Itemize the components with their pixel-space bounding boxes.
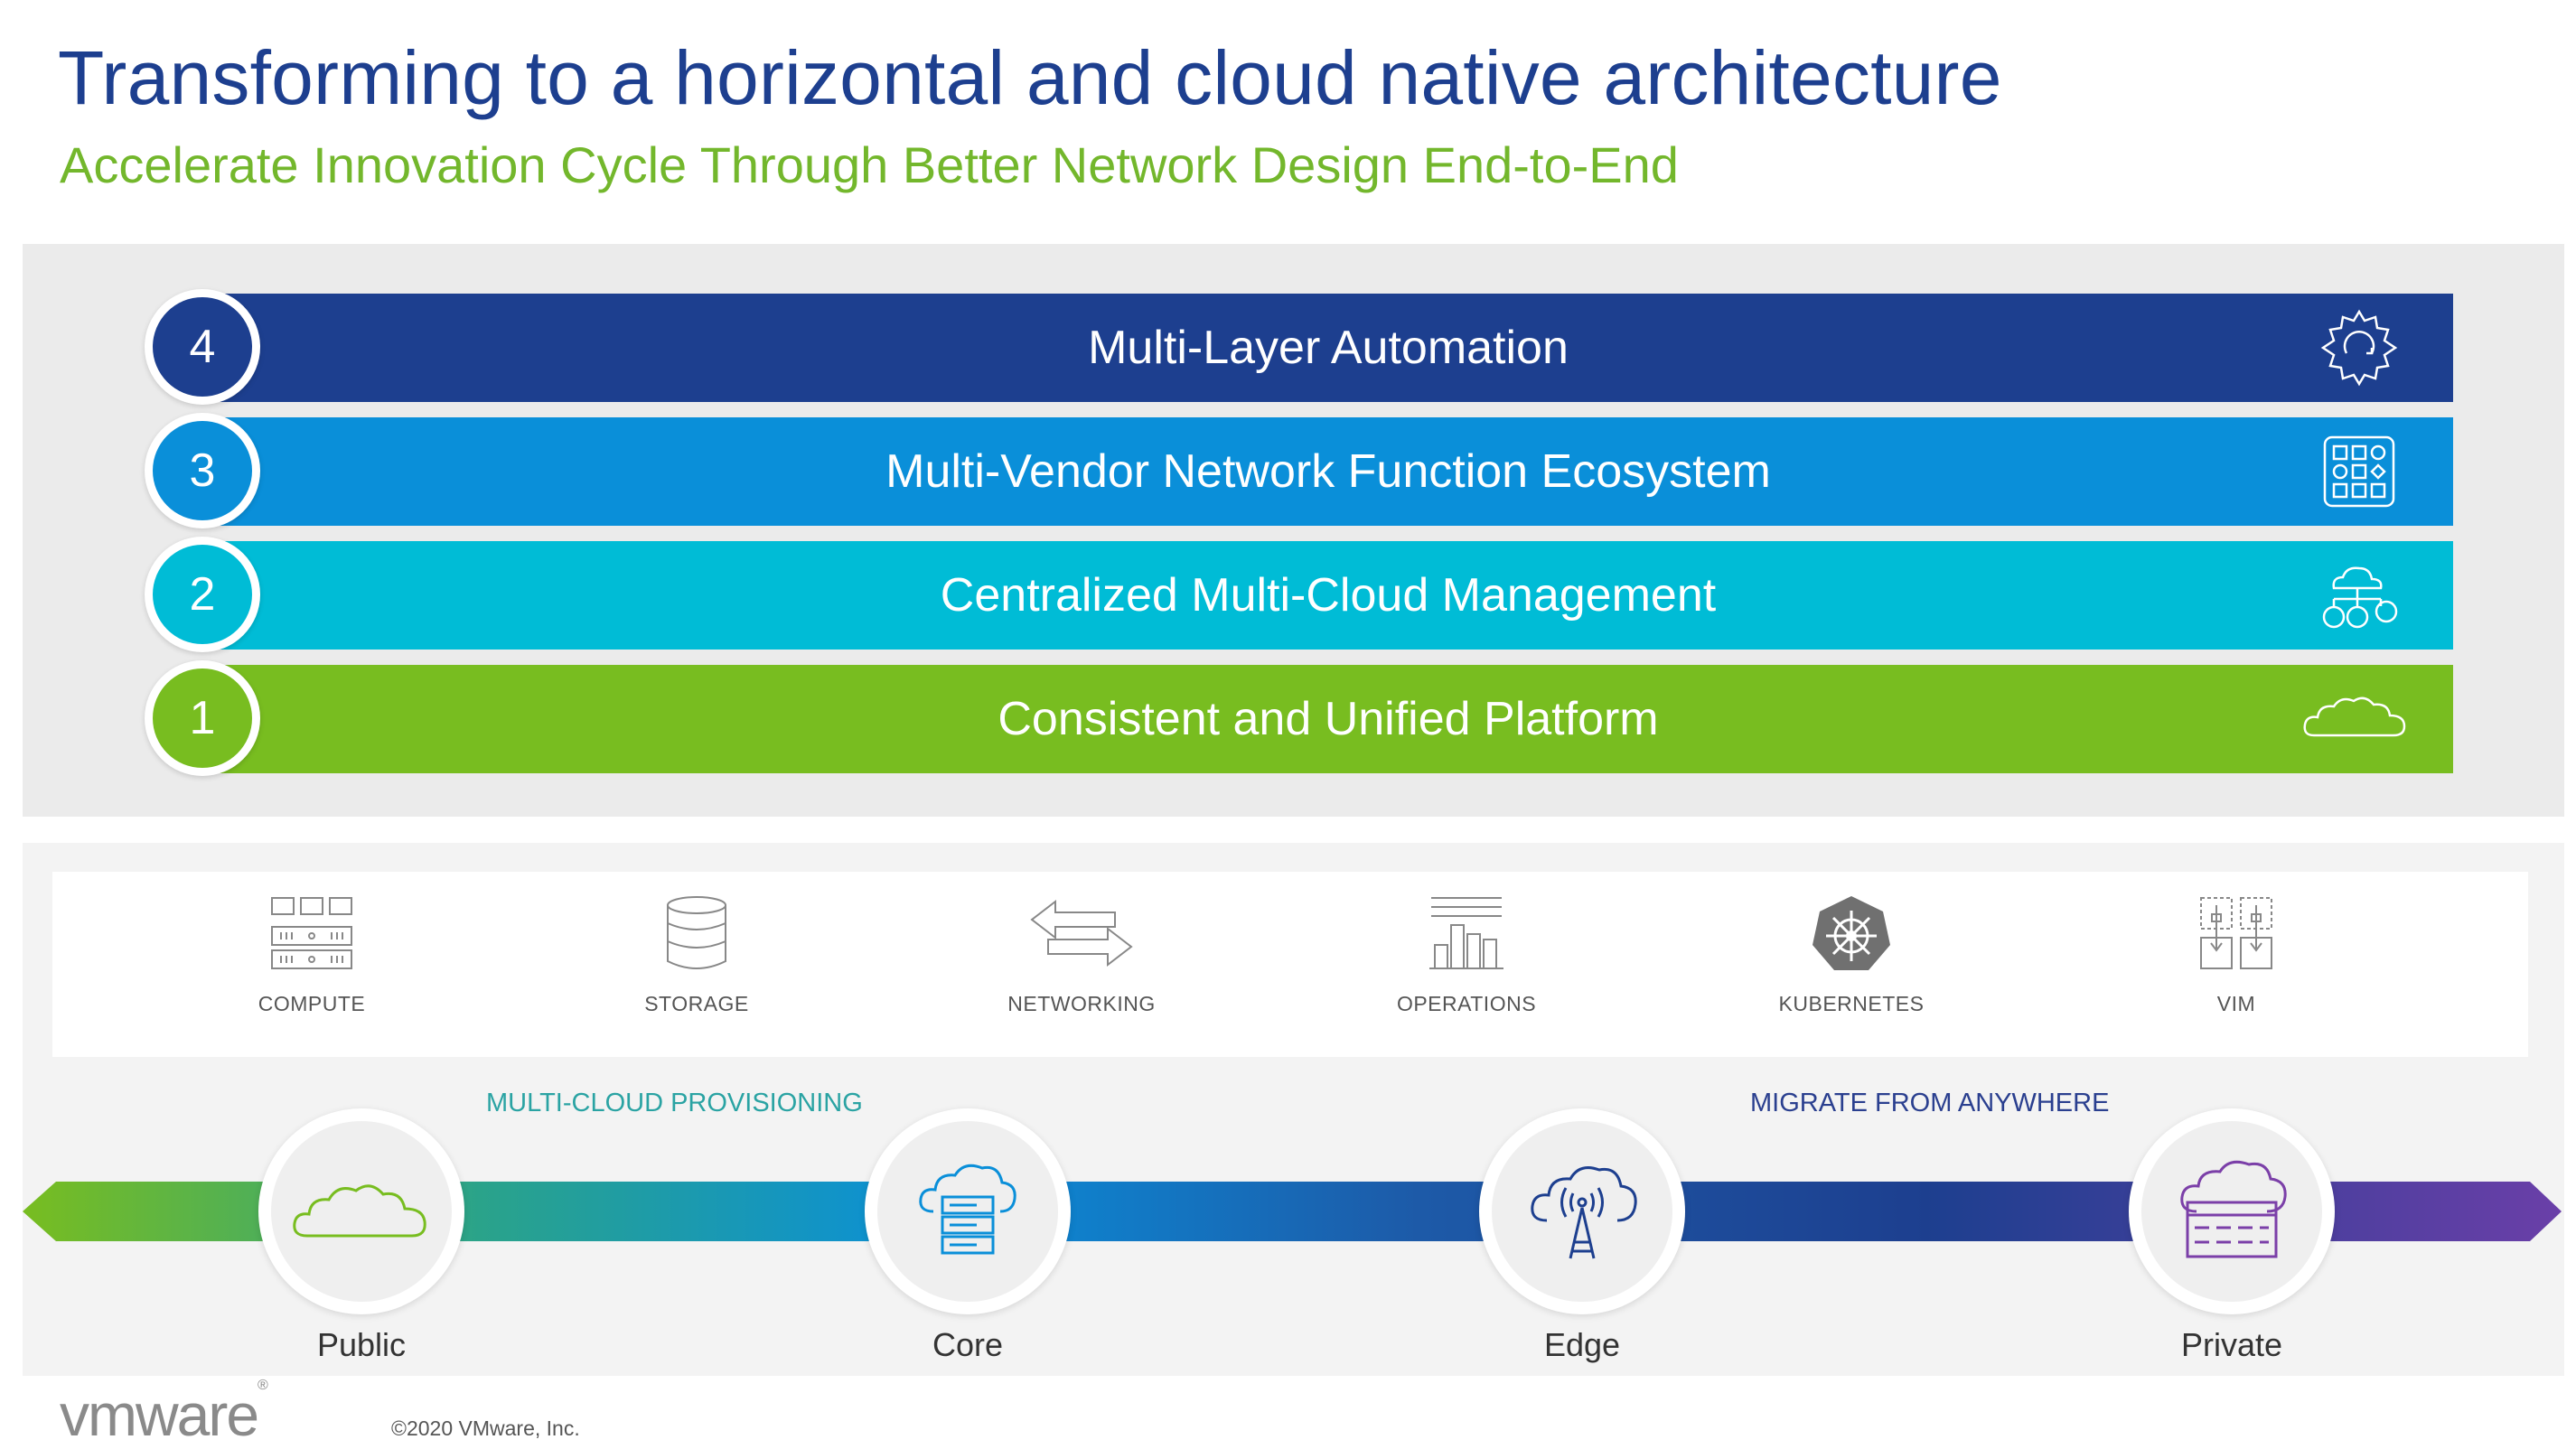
layer-number-4: 4 bbox=[145, 289, 260, 405]
infrastructure-strip bbox=[52, 872, 2528, 1057]
database-icon bbox=[667, 896, 726, 969]
cloud-hierarchy-icon bbox=[2322, 566, 2398, 629]
gear-cycle-icon bbox=[2320, 309, 2398, 387]
cloud-icon bbox=[293, 1184, 426, 1238]
layer-bar-2: Centralized Multi-Cloud Management bbox=[203, 541, 2453, 650]
infra-compute: COMPUTE bbox=[203, 894, 420, 1016]
slide-subtitle: Accelerate Innovation Cycle Through Bett… bbox=[60, 136, 1679, 193]
layer-label: Centralized Multi-Cloud Management bbox=[940, 569, 1717, 622]
layer-label: Multi-Layer Automation bbox=[1088, 322, 1569, 374]
infra-vim: VIM bbox=[2128, 894, 2345, 1016]
infra-label: KUBERNETES bbox=[1778, 992, 1925, 1015]
node-label-core: Core bbox=[932, 1326, 1004, 1363]
layer-label: Multi-Vendor Network Function Ecosystem bbox=[885, 445, 1771, 498]
infra-label: VIM bbox=[2216, 992, 2256, 1015]
cloud-icon bbox=[2303, 696, 2406, 737]
node-private bbox=[2129, 1108, 2335, 1314]
building-chart-icon bbox=[1429, 897, 1503, 969]
node-public bbox=[258, 1108, 464, 1314]
node-edge bbox=[1479, 1108, 1685, 1314]
infra-label: NETWORKING bbox=[1007, 992, 1156, 1015]
node-core bbox=[865, 1108, 1071, 1314]
app-grid-icon bbox=[2323, 435, 2395, 508]
node-label-private: Private bbox=[2180, 1326, 2283, 1363]
copyright-notice: ©2020 VMware, Inc. bbox=[391, 1416, 580, 1440]
layer-bar-3: Multi-Vendor Network Function Ecosystem bbox=[203, 417, 2453, 526]
node-label-public: Public bbox=[316, 1326, 407, 1363]
layer-number-1: 1 bbox=[145, 660, 260, 776]
layer-label: Consistent and Unified Platform bbox=[998, 693, 1659, 745]
infra-operations: OPERATIONS bbox=[1358, 894, 1575, 1016]
layer-number-2: 2 bbox=[145, 537, 260, 652]
infra-networking: NETWORKING bbox=[973, 894, 1190, 1016]
infra-label: OPERATIONS bbox=[1396, 992, 1537, 1015]
bidirectional-arrows-icon bbox=[1030, 899, 1133, 968]
vmware-logo: vmware® bbox=[60, 1378, 268, 1448]
slide-title: Transforming to a horizontal and cloud n… bbox=[58, 35, 2002, 120]
cloud-antenna-icon bbox=[1531, 1166, 1637, 1259]
layer-bar-4: Multi-Layer Automation bbox=[203, 294, 2453, 402]
server-vm-icon bbox=[271, 897, 352, 969]
flow-label-left: MULTI-CLOUD PROVISIONING bbox=[486, 1089, 863, 1117]
node-label-edge: Edge bbox=[1543, 1326, 1621, 1363]
infra-storage: STORAGE bbox=[588, 894, 805, 1016]
layer-bar-1: Consistent and Unified Platform bbox=[203, 665, 2453, 773]
vim-boxes-icon bbox=[2200, 897, 2272, 969]
infra-kubernetes: KUBERNETES bbox=[1743, 894, 1960, 1016]
cloud-server-icon bbox=[919, 1164, 1016, 1255]
kubernetes-helm-icon bbox=[1813, 896, 1890, 970]
layer-number-3: 3 bbox=[145, 413, 260, 528]
cloud-datacenter-icon bbox=[2180, 1160, 2287, 1258]
infra-label: STORAGE bbox=[644, 992, 749, 1015]
infra-label: COMPUTE bbox=[258, 992, 366, 1015]
flow-label-right: MIGRATE FROM ANYWHERE bbox=[1750, 1089, 2110, 1117]
